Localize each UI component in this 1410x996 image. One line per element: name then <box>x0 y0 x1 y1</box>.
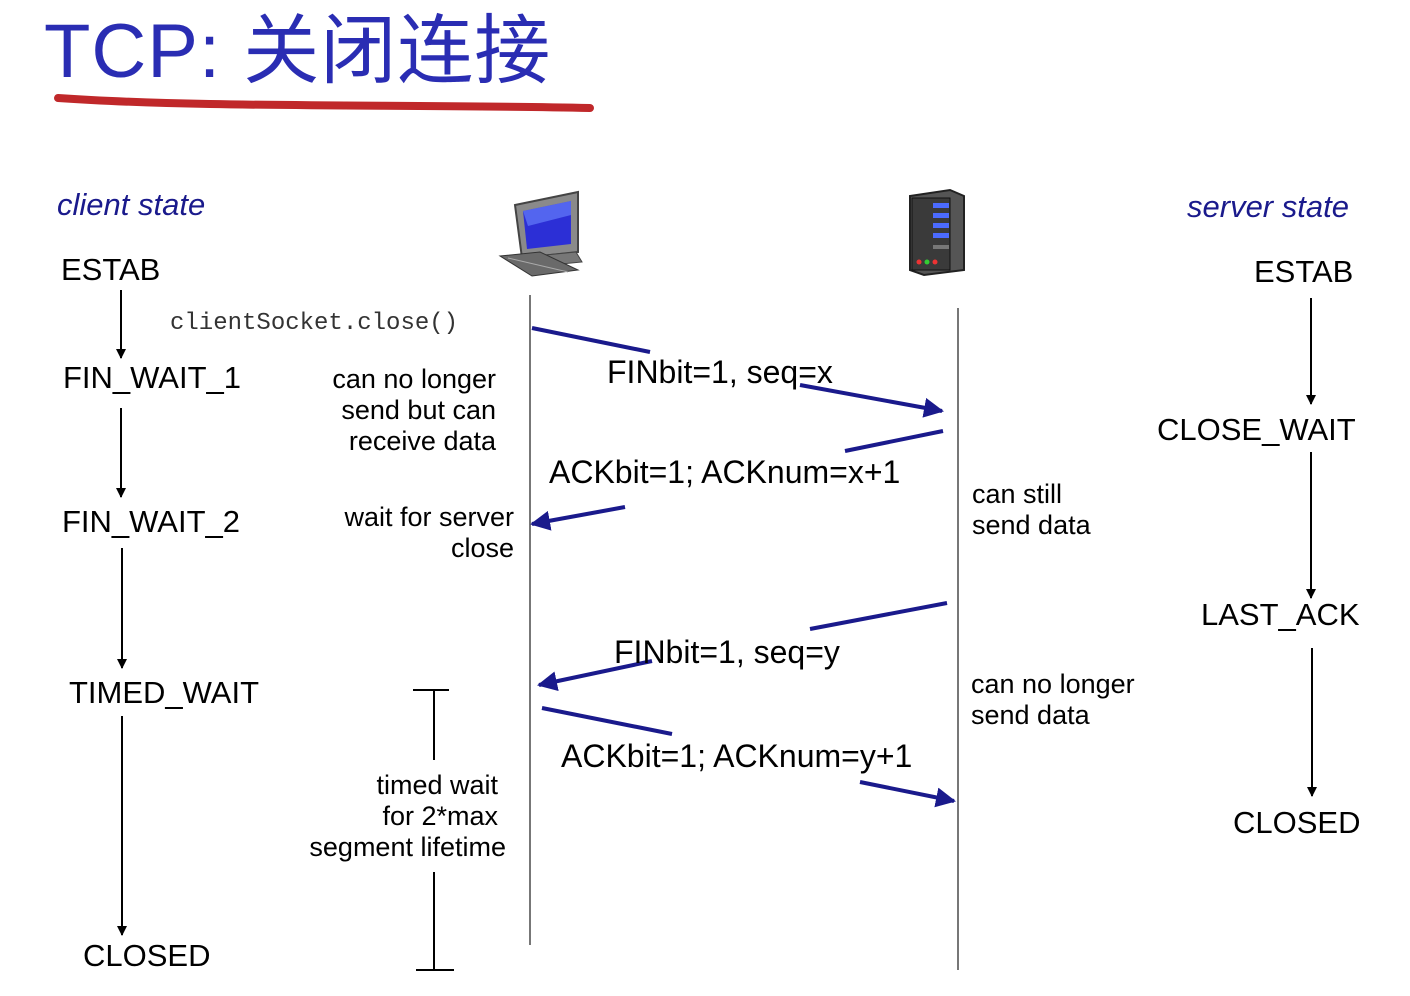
fin-y-arrow-start <box>809 601 948 631</box>
desktop-computer-icon <box>498 190 583 277</box>
fin-wait-1-note: can no longer send but can receive data <box>332 364 496 456</box>
message-arrows <box>530 326 956 808</box>
client-state-fin-wait-2: FIN_WAIT_2 <box>62 504 240 539</box>
last-ack-note: can no longer send data <box>971 669 1135 730</box>
client-close-call: clientSocket.close() <box>170 310 459 337</box>
server-tower-icon <box>909 188 965 277</box>
timed-wait-bracket <box>413 689 454 971</box>
msg-fin-y: FINbit=1, seq=y <box>614 634 840 670</box>
msg-ack-x: ACKbit=1; ACKnum=x+1 <box>549 454 901 490</box>
server-state-arrows <box>1306 298 1317 797</box>
server-state-estab: ESTAB <box>1254 254 1354 289</box>
client-state-arrows <box>116 290 127 936</box>
title-underline <box>54 94 594 112</box>
ack-y-arrow-start <box>541 706 673 736</box>
server-state-last-ack: LAST_ACK <box>1201 597 1360 632</box>
client-state-estab: ESTAB <box>61 252 161 287</box>
fin-wait-2-note: wait for server close <box>344 502 514 563</box>
timed-wait-note: timed wait for 2*max segment lifetime <box>309 770 506 862</box>
fin-y-arrow-end <box>537 659 653 692</box>
page-title: TCP: 关闭连接 <box>44 9 552 94</box>
msg-fin-x: FINbit=1, seq=x <box>607 354 833 390</box>
msg-ack-y: ACKbit=1; ACKnum=y+1 <box>561 738 913 774</box>
fin-x-arrow-end <box>799 383 944 418</box>
client-state-timed-wait: TIMED_WAIT <box>69 675 260 710</box>
client-state-fin-wait-1: FIN_WAIT_1 <box>63 360 241 395</box>
server-state-close-wait: CLOSE_WAIT <box>1157 412 1356 447</box>
fin-x-arrow-start <box>531 326 651 354</box>
ack-y-arrow-end <box>859 780 956 808</box>
server-state-closed: CLOSED <box>1233 805 1361 840</box>
client-state-header: client state <box>57 187 206 222</box>
close-wait-note: can still send data <box>972 479 1091 540</box>
ack-x-arrow-start <box>844 429 944 453</box>
server-state-header: server state <box>1187 189 1349 224</box>
client-state-closed: CLOSED <box>83 938 211 973</box>
ack-x-arrow-end <box>530 505 626 531</box>
